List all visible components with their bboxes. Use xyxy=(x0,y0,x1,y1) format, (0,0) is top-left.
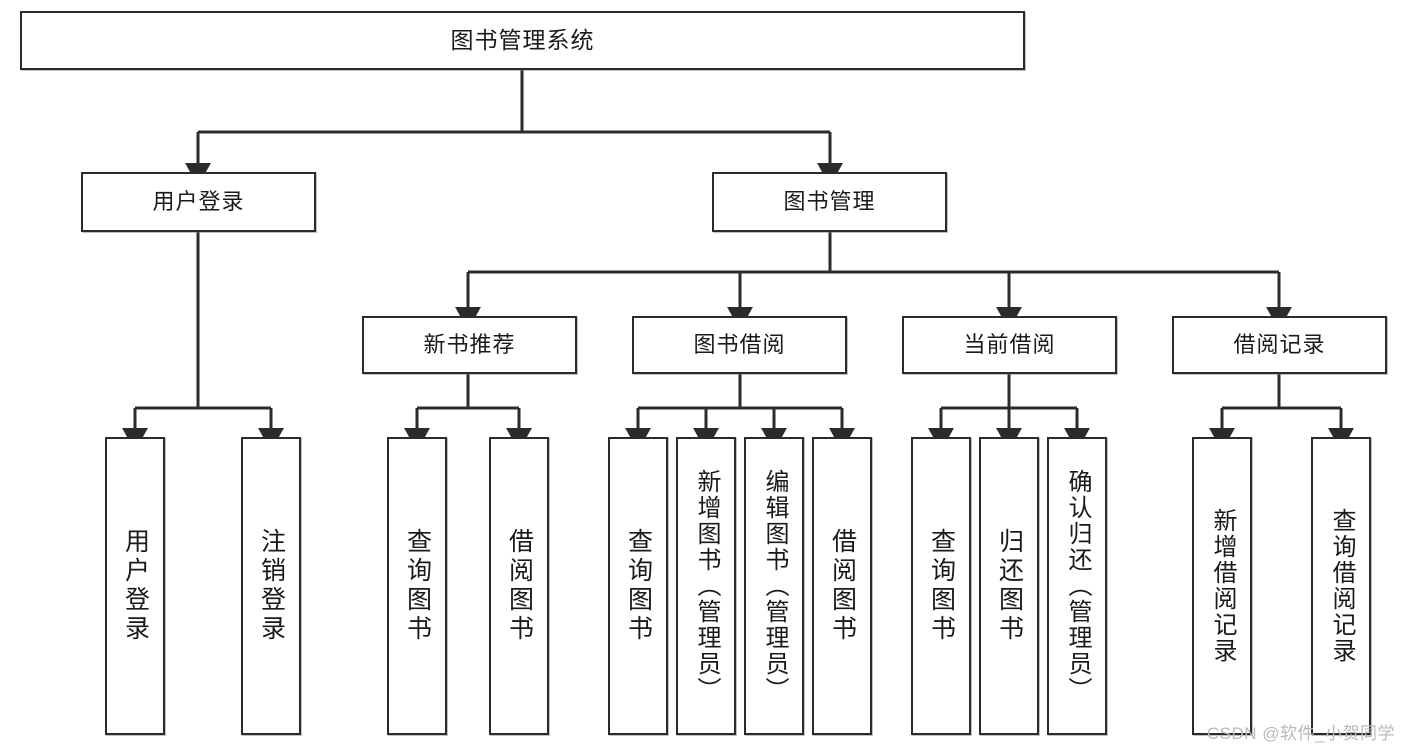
node-book-management[interactable]: 图书管理 xyxy=(712,172,947,232)
node-borrow-record[interactable]: 借阅记录 xyxy=(1172,316,1387,374)
leaf-user-login[interactable]: 用户登录 xyxy=(105,437,165,735)
node-label: 查询图书 xyxy=(624,528,653,644)
leaf-borrow-book-recommend[interactable]: 借阅图书 xyxy=(489,437,549,735)
node-current-borrow[interactable]: 当前借阅 xyxy=(902,316,1117,374)
leaf-query-book-current[interactable]: 查询图书 xyxy=(911,437,971,735)
node-label: 查询借阅记录 xyxy=(1328,508,1355,664)
node-new-book-recommend[interactable]: 新书推荐 xyxy=(362,316,577,374)
node-label: 查询图书 xyxy=(927,528,956,644)
node-user-login[interactable]: 用户登录 xyxy=(81,172,316,232)
leaf-add-book-admin[interactable]: 新增图书（管理员） xyxy=(676,437,736,735)
node-label: 借阅记录 xyxy=(1233,332,1326,358)
leaf-return-book[interactable]: 归还图书 xyxy=(979,437,1039,735)
node-book-borrow[interactable]: 图书借阅 xyxy=(632,316,847,374)
node-label: 新增借阅记录 xyxy=(1209,508,1236,664)
node-label: 图书管理 xyxy=(783,189,876,215)
node-label: 图书借阅 xyxy=(693,332,786,358)
node-label: 新书推荐 xyxy=(423,332,516,358)
node-label: 编辑图书（管理员） xyxy=(761,469,788,703)
leaf-confirm-return-admin[interactable]: 确认归还（管理员） xyxy=(1047,437,1107,735)
leaf-edit-book-admin[interactable]: 编辑图书（管理员） xyxy=(744,437,804,735)
node-label: 借阅图书 xyxy=(505,528,534,644)
node-label: 确认归还（管理员） xyxy=(1064,469,1091,703)
leaf-borrow-book[interactable]: 借阅图书 xyxy=(812,437,872,735)
leaf-query-book-recommend[interactable]: 查询图书 xyxy=(387,437,447,735)
node-label: 新增图书（管理员） xyxy=(693,469,720,703)
node-root-system[interactable]: 图书管理系统 xyxy=(20,11,1025,70)
watermark-text: CSDN @软件_小贺同学 xyxy=(1206,724,1395,743)
node-label: 注销登录 xyxy=(257,528,286,644)
node-label: 图书管理系统 xyxy=(450,26,595,53)
node-label: 查询图书 xyxy=(403,528,432,644)
leaf-query-book-borrow[interactable]: 查询图书 xyxy=(608,437,668,735)
node-label: 用户登录 xyxy=(121,528,150,644)
leaf-add-borrow-record[interactable]: 新增借阅记录 xyxy=(1192,437,1252,735)
node-label: 借阅图书 xyxy=(828,528,857,644)
leaf-query-borrow-record[interactable]: 查询借阅记录 xyxy=(1311,437,1371,735)
node-label: 归还图书 xyxy=(995,528,1024,644)
leaf-user-logout[interactable]: 注销登录 xyxy=(241,437,301,735)
node-label: 当前借阅 xyxy=(963,332,1056,358)
node-label: 用户登录 xyxy=(152,189,245,215)
